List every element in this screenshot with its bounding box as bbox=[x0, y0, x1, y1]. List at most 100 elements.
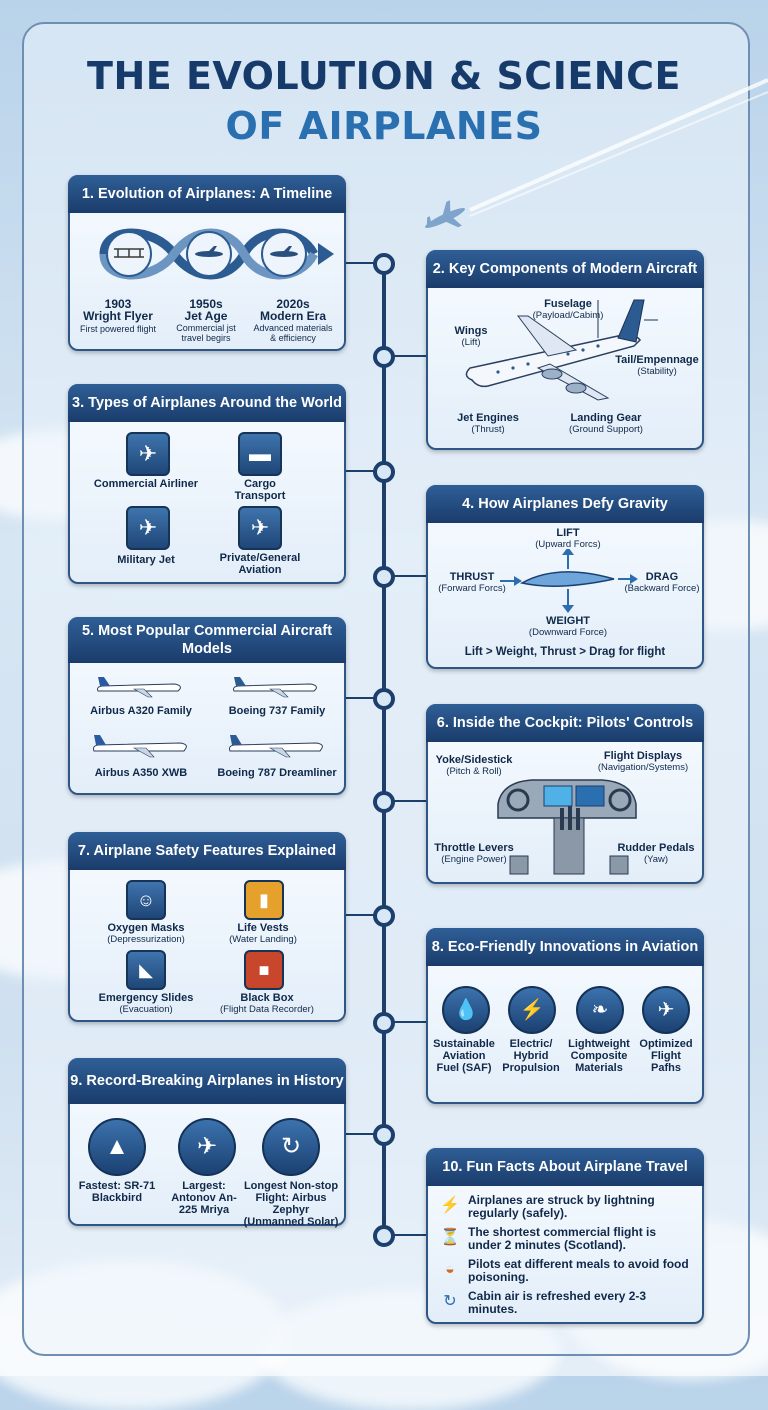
panel-header: 1. Evolution of Airplanes: A Timeline bbox=[68, 175, 346, 213]
gravity-summary: Lift > Weight, Thrust > Drag for flight bbox=[464, 646, 666, 658]
panel-header: 4. How Airplanes Defy Gravity bbox=[426, 485, 704, 523]
lightning-icon: ⚡ bbox=[440, 1197, 460, 1214]
contrail-decoration bbox=[424, 78, 768, 228]
model-label: Boeing 787 Dreamliner bbox=[217, 767, 337, 779]
safety-label: Black Box(Flight Data Recorder) bbox=[220, 992, 314, 1015]
type-label: Commercial Airliner bbox=[93, 478, 199, 490]
label-displays: Flight Displays(Navigation/Systems) bbox=[597, 750, 689, 773]
eco-label: Optimized Flight Pafhs bbox=[639, 1038, 693, 1074]
label-rudder: Rudder Pedals(Yaw) bbox=[617, 842, 695, 865]
timeline-node bbox=[373, 791, 395, 813]
timeline-desc: First powered flight bbox=[79, 324, 157, 334]
timeline-year: 1903 bbox=[104, 297, 132, 311]
large-plane-icon: ✈ bbox=[178, 1118, 236, 1176]
timeline-spine bbox=[382, 258, 386, 1238]
force-drag: DRAG(Backward Force) bbox=[624, 571, 700, 594]
model-label: Airbus A320 Family bbox=[90, 705, 192, 717]
timeline-node bbox=[373, 566, 395, 588]
timeline-node bbox=[373, 346, 395, 368]
air-refresh-icon: ↻ bbox=[443, 1293, 457, 1310]
timeline-node bbox=[373, 461, 395, 483]
panel-header: 5. Most Popular Commercial Aircraft Mode… bbox=[68, 617, 346, 663]
type-label: Cargo Transport bbox=[234, 478, 286, 502]
panel-fun-facts: 10. Fun Facts About Airplane Travel ⚡ Ai… bbox=[426, 1148, 704, 1324]
connector bbox=[391, 1021, 426, 1023]
panel-header: 8. Eco-Friendly Innovations in Aviation bbox=[426, 928, 704, 966]
connector bbox=[342, 1133, 375, 1135]
oxygen-mask-icon: ☺ bbox=[126, 880, 166, 920]
label-throttle: Throttle Levers(Engine Power) bbox=[434, 842, 514, 865]
fuel-drop-icon: 💧 bbox=[442, 986, 490, 1034]
route-icon: ✈ bbox=[642, 986, 690, 1034]
timeline-node bbox=[373, 688, 395, 710]
cargo-icon: ▬ bbox=[238, 432, 282, 476]
timeline-year: 2020s bbox=[276, 297, 310, 311]
small-plane-icon: ✈ bbox=[238, 506, 282, 550]
label-fuselage: Fuselage(Payload/Cabim) bbox=[532, 298, 604, 321]
timeline-node bbox=[373, 253, 395, 275]
hourglass-icon: ⏳ bbox=[440, 1229, 460, 1246]
eco-label: Electric/ Hybrid Propulsion bbox=[502, 1038, 560, 1074]
panel-header: 7. Airplane Safety Features Explained bbox=[68, 832, 346, 870]
fact-item: The shortest commercial flight is under … bbox=[468, 1225, 657, 1252]
sr71-icon: ▲ bbox=[88, 1118, 146, 1176]
connector bbox=[342, 262, 375, 264]
airfoil-diagram bbox=[500, 549, 638, 613]
type-label: Military Jet bbox=[117, 554, 175, 566]
panel-header: 10. Fun Facts About Airplane Travel bbox=[426, 1148, 704, 1186]
airbus-a320-image bbox=[97, 677, 181, 698]
fact-item: Pilots eat different meals to avoid food… bbox=[468, 1257, 689, 1284]
panel-types: 3. Types of Airplanes Around the World ✈… bbox=[68, 384, 346, 584]
eco-label: Sustainable Aviation Fuel (SAF) bbox=[433, 1038, 495, 1074]
panel-header: 3. Types of Airplanes Around the World bbox=[68, 384, 346, 422]
record-label: Longest Non-stop Flight: Airbus Zephyr (… bbox=[243, 1180, 339, 1228]
connector bbox=[342, 914, 375, 916]
label-wings: Wings(Lift) bbox=[454, 325, 488, 348]
timeline-name: Modern Era bbox=[259, 309, 326, 323]
feather-icon: ❧ bbox=[576, 986, 624, 1034]
connector bbox=[391, 800, 426, 802]
panel-safety: 7. Airplane Safety Features Explained ☺ … bbox=[68, 832, 346, 1022]
timeline-node bbox=[373, 1225, 395, 1247]
label-gear: Landing Gear(Ground Support) bbox=[569, 412, 643, 435]
force-weight: WEIGHT(Downward Force) bbox=[528, 615, 608, 638]
connector bbox=[391, 575, 426, 577]
slide-icon: ◣ bbox=[126, 950, 166, 990]
life-vest-icon: ▮ bbox=[244, 880, 284, 920]
panel-eco: 8. Eco-Friendly Innovations in Aviation … bbox=[426, 928, 704, 1104]
model-label: Airbus A350 XWB bbox=[94, 767, 188, 779]
safety-label: Emergency Slides(Evacuation) bbox=[98, 992, 194, 1015]
connector bbox=[391, 1234, 426, 1236]
timeline-desc: Advanced materials & efficiency bbox=[253, 323, 333, 343]
boeing-787-image bbox=[229, 735, 323, 758]
page-title-line2: OF AIRPLANES bbox=[225, 104, 543, 148]
aircraft-diagram bbox=[465, 299, 658, 401]
panel-cockpit: 6. Inside the Cockpit: Pilots' Controls … bbox=[426, 704, 704, 884]
panel-header: 9. Record-Breaking Airplanes in History bbox=[68, 1058, 346, 1104]
record-label: Fastest: SR-71 Blackbird bbox=[78, 1180, 156, 1204]
timeline-year: 1950s bbox=[189, 297, 223, 311]
fighter-icon: ✈ bbox=[126, 506, 170, 550]
label-tail: Tail/Empennage(Stability) bbox=[615, 354, 699, 377]
panel-header: 2. Key Components of Modern Aircraft bbox=[426, 250, 704, 288]
safety-label: Life Vests(Water Landing) bbox=[229, 922, 297, 945]
cockpit-diagram bbox=[497, 779, 637, 875]
panel-header: 6. Inside the Cockpit: Pilots' Controls bbox=[426, 704, 704, 742]
panel-components: 2. Key Components of Modern Aircraft Fus… bbox=[426, 250, 704, 450]
connector bbox=[391, 355, 426, 357]
label-yoke: Yoke/Sidestick(Pitch & Roll) bbox=[435, 754, 513, 777]
connector bbox=[342, 470, 375, 472]
panel-timeline: 1. Evolution of Airplanes: A Timeline 19… bbox=[68, 175, 346, 351]
timeline-name: Wright Flyer bbox=[83, 309, 153, 323]
fact-item: Airplanes are struck by lightning regula… bbox=[468, 1193, 655, 1220]
globe-route-icon: ↻ bbox=[262, 1118, 320, 1176]
airbus-a350-image bbox=[93, 735, 187, 758]
record-label: Largest: Antonov An-225 Mriya bbox=[171, 1180, 237, 1216]
eco-label: Lightweight Composite Materials bbox=[568, 1038, 630, 1074]
force-thrust: THRUST(Forward Forcs) bbox=[438, 571, 506, 594]
meal-icon: ◒ bbox=[445, 1261, 455, 1278]
boeing-737-image bbox=[233, 677, 317, 698]
black-box-icon: ■ bbox=[244, 950, 284, 990]
airliner-icon: ✈ bbox=[126, 432, 170, 476]
infinity-loop-graphic bbox=[99, 228, 334, 280]
